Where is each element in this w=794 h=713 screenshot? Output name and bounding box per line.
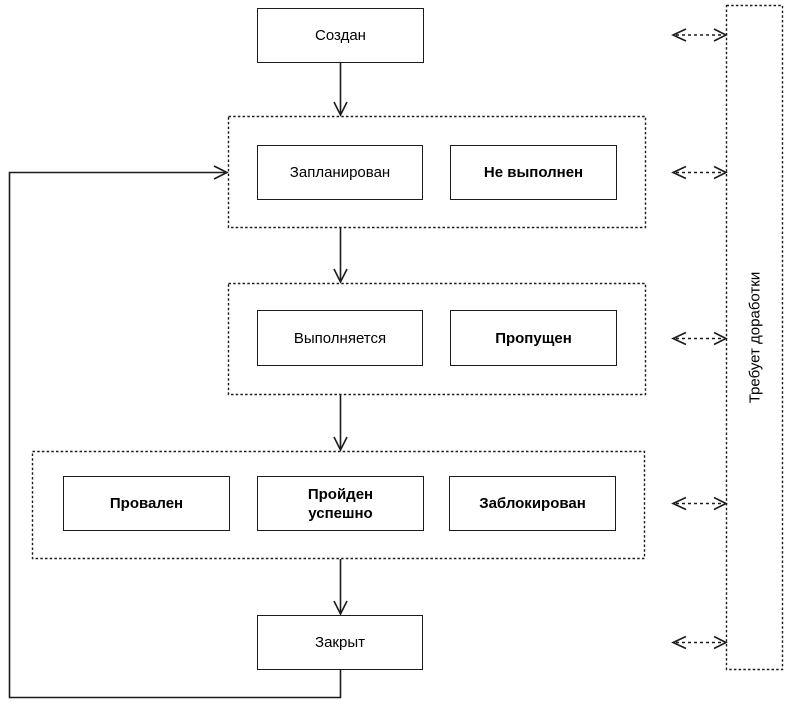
state-label-failed: Провален bbox=[109, 495, 184, 512]
state-box-planned: Запланирован bbox=[257, 145, 423, 200]
state-label-created: Создан bbox=[315, 27, 366, 44]
state-box-blocked: Заблокирован bbox=[449, 476, 616, 531]
state-box-skipped: Пропущен bbox=[450, 310, 617, 366]
state-box-closed: Закрыт bbox=[257, 615, 423, 670]
arrow-planned-to-execution bbox=[333, 228, 348, 284]
state-box-failed: Провален bbox=[63, 476, 230, 531]
state-box-not-executed: Не выполнен bbox=[450, 145, 617, 200]
state-box-created: Создан bbox=[257, 8, 424, 63]
dashed-arrow-rework-result bbox=[671, 496, 728, 511]
state-label-passed: Пройден успешно bbox=[307, 485, 374, 522]
group-outline-rework-column bbox=[725, 4, 784, 671]
state-label-blocked: Заблокирован bbox=[479, 495, 586, 512]
state-label-in-progress: Выполняется bbox=[293, 329, 387, 347]
state-label-not-executed: Не выполнен bbox=[483, 164, 584, 181]
dashed-arrow-rework-closed bbox=[671, 635, 728, 650]
dashed-arrow-rework-execution bbox=[671, 331, 728, 346]
group-outline-planned-row bbox=[227, 115, 647, 229]
state-box-in-progress: Выполняется bbox=[257, 310, 423, 366]
arrow-result-to-closed bbox=[333, 559, 348, 616]
arrow-closed-loop-to-planned bbox=[8, 165, 342, 699]
group-outline-result-row bbox=[31, 450, 646, 560]
arrow-execution-to-result bbox=[333, 395, 348, 452]
state-label-closed: Закрыт bbox=[315, 634, 365, 651]
dashed-arrow-rework-created bbox=[671, 28, 728, 42]
group-outline-execution-row bbox=[227, 282, 647, 396]
state-box-passed: Пройден успешно bbox=[257, 476, 424, 531]
state-label-planned: Запланирован bbox=[289, 164, 391, 181]
state-label-skipped: Пропущен bbox=[495, 329, 572, 347]
dashed-arrow-rework-planned bbox=[671, 165, 728, 180]
rework-column: Требует доработки bbox=[726, 5, 783, 670]
arrow-created-to-planned bbox=[333, 63, 348, 117]
rework-column-label: Требует доработки bbox=[746, 271, 764, 404]
